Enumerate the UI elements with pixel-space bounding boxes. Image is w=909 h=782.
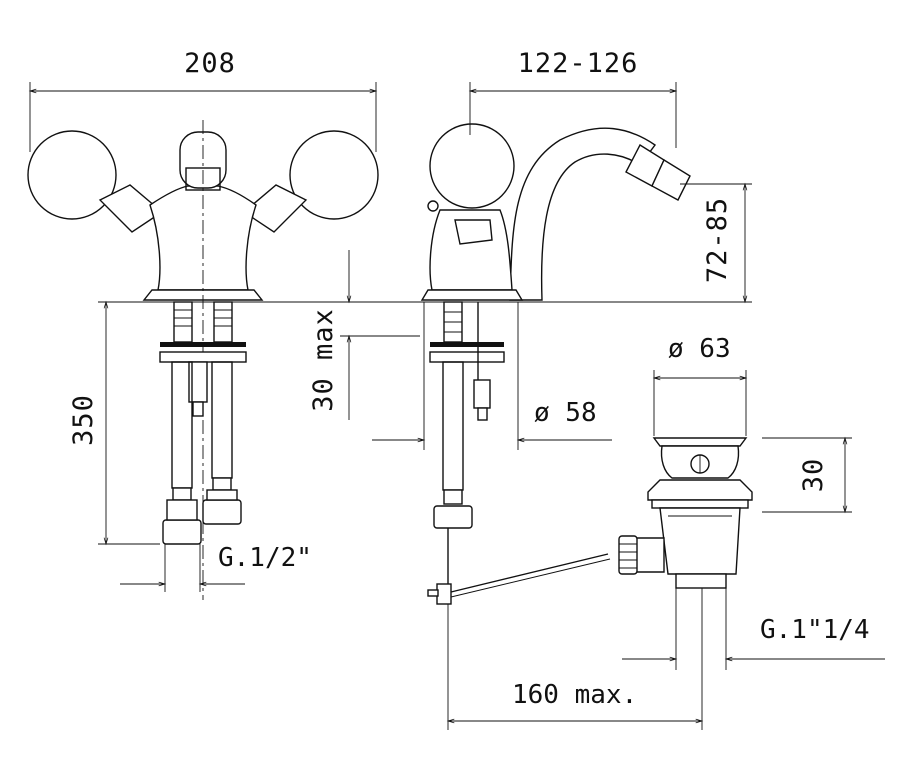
left-hose-collar: [166, 499, 198, 521]
right-handle-knob: [289, 130, 379, 220]
spout-arm: [509, 127, 657, 301]
label-waste-thread: G.1"1/4: [760, 615, 870, 645]
right-hose-nut: [202, 499, 242, 525]
fixing-plate: [159, 351, 247, 363]
right-hose-collar: [206, 489, 238, 501]
waste-flange: [652, 437, 748, 447]
label-overall-width: 208: [184, 48, 236, 79]
waste-side-connector: [633, 537, 665, 573]
label-deck-thickness: 30 max: [308, 308, 339, 412]
side-base: [420, 289, 524, 301]
waste-view: [446, 370, 885, 730]
label-hole-diameter: ø 58: [534, 398, 597, 428]
pull-rod-clamp: [436, 583, 452, 605]
left-handle-knob: [27, 130, 117, 220]
waste-body: [659, 507, 741, 575]
side-fixing-stud: [473, 379, 491, 409]
left-hose-ferrule: [172, 487, 192, 501]
label-spout-reach: 122-126: [518, 48, 639, 79]
label-pull-rod-length: 160 max.: [512, 680, 637, 710]
waste-pivot-nut: [618, 535, 638, 575]
side-fixing-plate: [429, 351, 505, 363]
label-hose-length: 350: [68, 394, 99, 446]
front-view: [27, 82, 430, 600]
waste-lock-nut: [647, 479, 753, 501]
label-spout-height: 72-85: [702, 197, 733, 283]
left-hose-nut: [162, 519, 202, 545]
label-waste-diameter: ø 63: [668, 334, 731, 364]
left-threaded-rod: [173, 301, 193, 343]
right-flexible-hose: [211, 361, 233, 479]
side-knob-pin: [427, 200, 439, 212]
side-hose-ferrule: [443, 489, 463, 505]
side-cartridge-cap: [454, 219, 493, 245]
side-flexible-hose: [442, 361, 464, 491]
right-hose-ferrule: [212, 477, 232, 491]
waste-washer: [651, 499, 749, 509]
spout-aerator: [651, 158, 691, 201]
side-fixing-stud-tip: [477, 407, 488, 421]
label-waste-height: 30: [798, 458, 829, 493]
fixing-stud-tip: [192, 401, 204, 417]
right-threaded-rod: [213, 301, 233, 343]
waste-tail-thread: [675, 573, 727, 589]
label-hose-thread: G.1/2": [218, 543, 312, 573]
side-hose-nut: [433, 505, 473, 529]
side-fixing-washer: [430, 342, 504, 347]
side-view: [340, 82, 752, 605]
pull-rod-screw: [427, 589, 439, 597]
side-handle-knob: [429, 123, 515, 209]
fixing-washer: [160, 342, 246, 347]
pull-rod-link: [450, 553, 609, 593]
